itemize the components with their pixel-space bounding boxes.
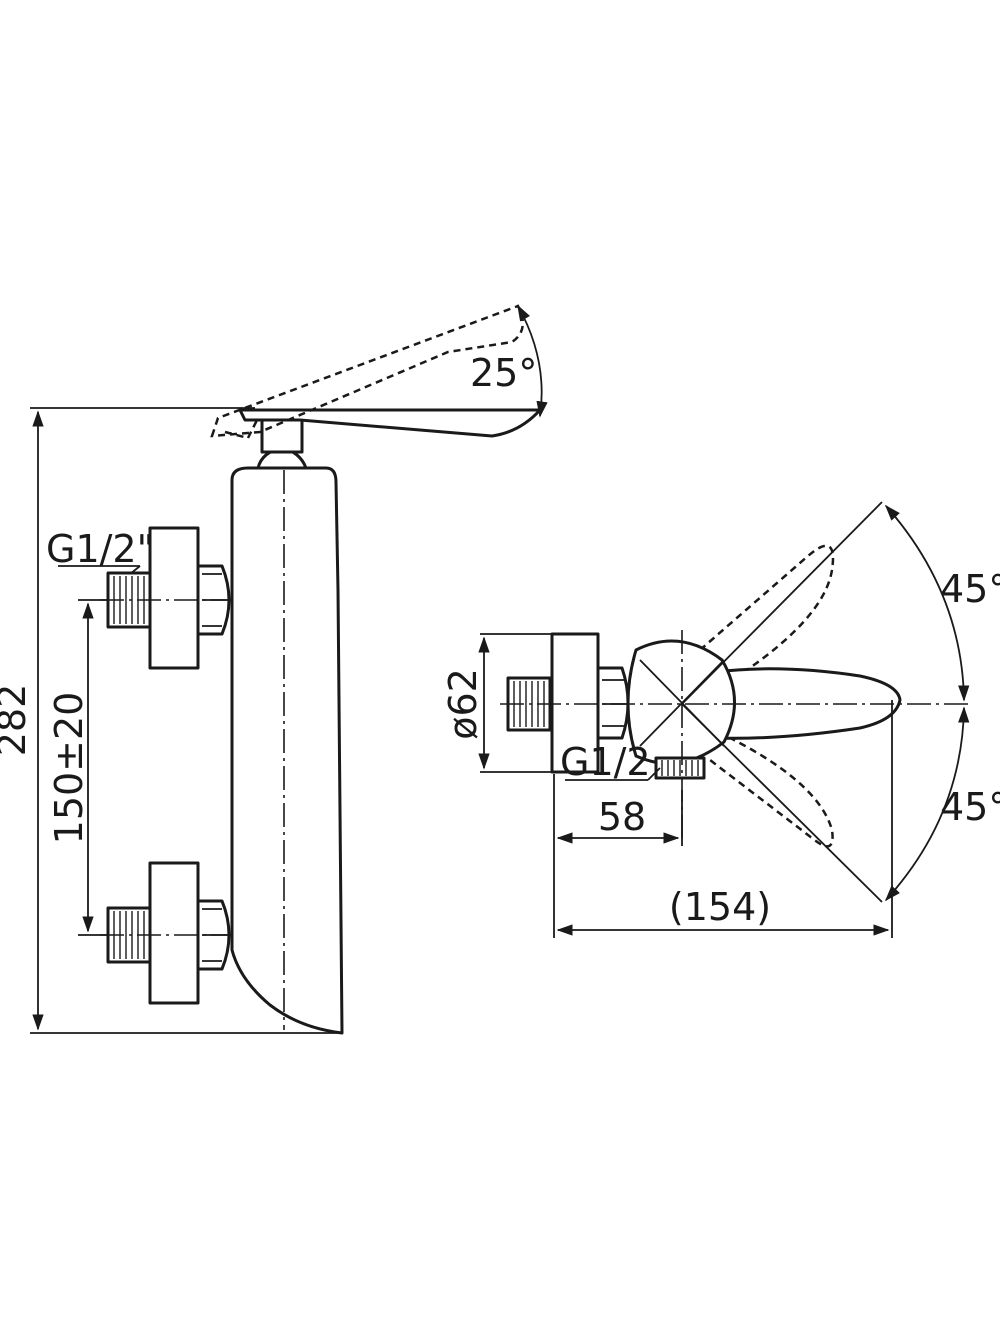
angle-ray-down xyxy=(681,703,883,903)
outlet-offset-dimension: 58 xyxy=(553,774,683,938)
mixer-body xyxy=(230,466,344,1035)
lever-angle-dimension: 25° xyxy=(470,304,548,418)
side-view: 282 150±20 G1/2" xyxy=(0,304,548,1035)
angle-up-label: 45° xyxy=(940,567,1000,611)
lever-angle-label: 25° xyxy=(470,351,537,395)
front-view: ø62 xyxy=(441,501,1000,938)
diameter-label: ø62 xyxy=(441,668,485,740)
diameter-dimension: ø62 xyxy=(441,633,556,773)
outlet-thread-callout: G1/2 xyxy=(560,740,661,784)
front-lever-down-dashed xyxy=(709,730,834,848)
height-label: 282 xyxy=(0,684,34,757)
overall-depth-label: (154) xyxy=(669,885,771,929)
overall-depth-dimension: (154) xyxy=(556,700,893,938)
lower-inlet-connector xyxy=(106,861,231,1005)
angle-up-dimension: 45° xyxy=(884,504,1000,702)
front-outlet-connector xyxy=(654,756,706,780)
front-flange xyxy=(550,632,600,774)
thread-label: G1/2" xyxy=(46,527,154,571)
outlet-offset-label: 58 xyxy=(598,795,646,839)
height-dimension: 282 xyxy=(0,407,340,1034)
thread-callout: G1/2" xyxy=(46,527,154,579)
spacing-dimension: 150±20 xyxy=(47,599,108,936)
front-hex-nut xyxy=(596,666,630,740)
spacing-label: 150±20 xyxy=(47,692,91,845)
angle-ray-up xyxy=(681,501,883,705)
cartridge-neck xyxy=(256,416,308,470)
front-lever-up-dashed xyxy=(699,544,835,682)
angle-down-label: 45° xyxy=(940,785,1000,829)
angle-down-dimension: 45° xyxy=(884,706,1000,902)
outlet-thread-label: G1/2 xyxy=(560,740,651,784)
